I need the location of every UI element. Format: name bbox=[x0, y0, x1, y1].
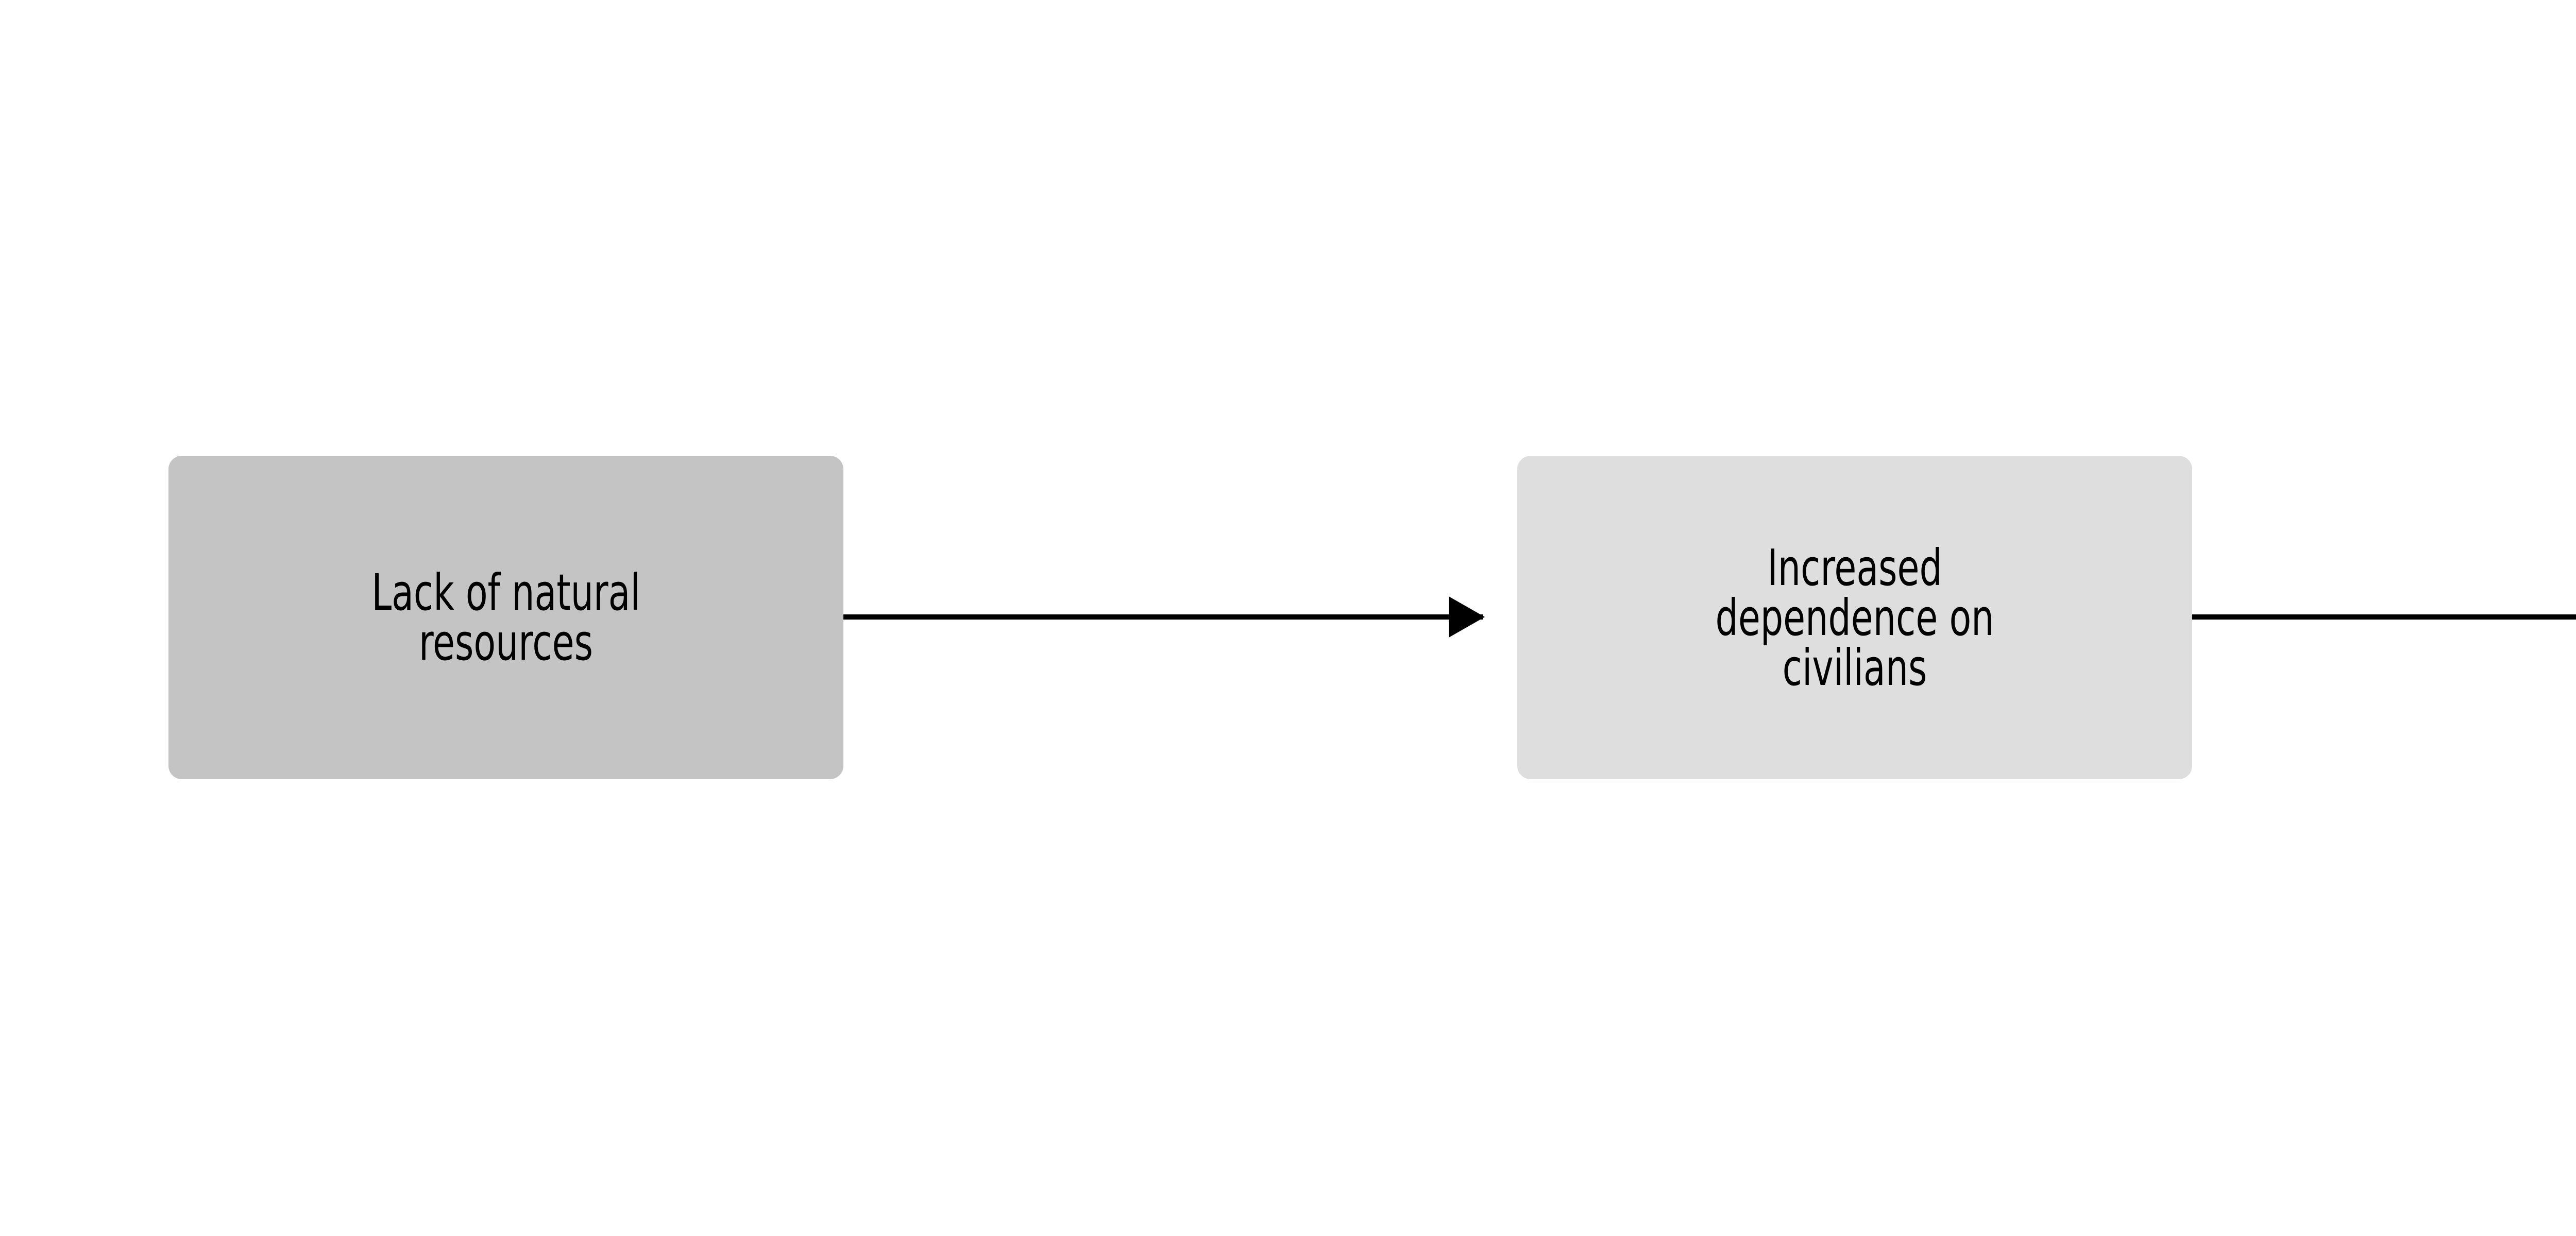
flow-node-label: Increased dependence on civilians bbox=[1715, 538, 1994, 697]
flow-node-lack-of-natural-resources[interactable]: Lack of natural resources bbox=[168, 456, 843, 779]
flow-node-increased-dependence-on-civilians[interactable]: Increased dependence on civilians bbox=[1517, 456, 2192, 779]
flow-node-label: Lack of natural resources bbox=[371, 563, 640, 672]
